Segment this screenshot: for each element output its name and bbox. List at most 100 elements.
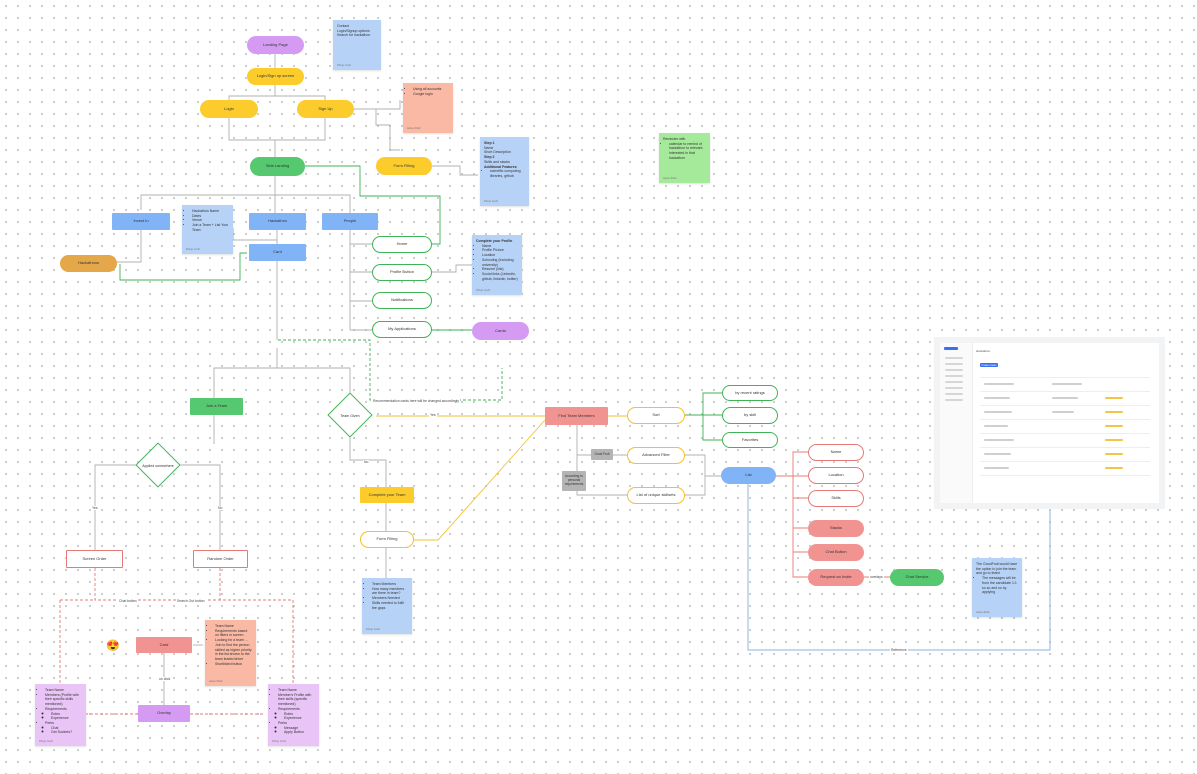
sticky-author: Dhrup Joshi [272,739,286,743]
sticky-bullet: Join a Team + List Your Team [192,223,229,232]
edge-login-split [228,85,326,100]
sticky-profile: Complete your Profile Name Profile Pictu… [472,235,522,295]
sticky-author: Dhrup Joshi [366,627,380,631]
green-connectors [119,165,722,441]
edge-label-no-applied: No [217,506,224,510]
edge-people-children [349,222,372,331]
invest-in-node: Invest In [112,213,170,230]
sticky-line: Complete your Profile [476,239,513,243]
sticky-contact: Contact Login/Signup options Search for … [333,20,381,70]
landing-page-node: Landing Page [247,36,304,54]
red-connectors [59,451,890,715]
edge-profile-sticky [432,264,472,273]
my-applications-node: My Applications [372,321,432,338]
sticky-steps: Step 1 Name Short Description Step 2 Ski… [480,137,529,206]
sticky-line: Skills and stacks [484,159,510,164]
hackathons-node: Hackathons [60,255,117,272]
people-node: People [322,213,378,230]
side-landing-node: Side Landing [250,157,305,176]
according-to-tag: According to personal requirements [562,471,586,491]
sticky-line: Search for hackathon [337,33,371,38]
sticky-bullet: Google login [413,92,449,97]
by-skill-node: by skill [722,407,778,424]
screenshot-table-row [980,475,1150,476]
screenshot-nav-item [945,393,963,395]
skills-node: Skills [808,490,864,507]
edge-card-hack [119,252,247,281]
screenshot-table-row [980,391,1150,392]
name-node: Name [808,444,864,461]
edge-adv-list [685,454,721,496]
sticky-team-members: Team Members How many members are there … [362,578,412,634]
sticky-bullet: scientific computing libraries, github [490,169,525,178]
join-a-team-node: Join a Team [190,398,243,415]
edge-sticky-hack [232,228,277,241]
login-signup-node: Login/Sign up screen [247,68,304,85]
screenshot-cell [984,439,1014,441]
sticky-line: The GoodFruit would have the option to j… [976,562,1019,576]
edge-login-side [228,118,326,157]
screenshot-logo-icon [944,347,958,350]
screenshot-nav-item [945,363,963,365]
card-top-node: Card [249,244,306,261]
edge-form-find [414,419,546,541]
screenshot-rating-stars [1105,425,1123,427]
favorites-node: Favorites [722,432,778,448]
edge-label-search-out: Search Out button [176,599,206,603]
sort-node: Sort [627,407,685,424]
sticky-author: Dhrup Joshi [39,739,53,743]
edge-label-recommendation: Recommendation cards here will be change… [372,399,460,403]
edge-label-yes-applied: Yes [91,506,99,510]
screenshot-cell [984,383,1014,385]
edge-invest-hack [116,230,142,263]
sticky-bullet: Perks Chat Get Sockets? [45,721,82,735]
signup-node: Sign Up [297,100,354,118]
sticky-author: Aarav Shah [209,679,223,683]
sticky-bullet: Members (Profile with their specific ski… [45,693,82,707]
advanced-filter-node: Advanced Filter [627,447,685,464]
location-node: Location [808,467,864,484]
screenshot-nav-item [945,399,963,401]
sticky-author: Dhrup Joshi [186,247,200,251]
edge-label-chat-button: Chat button [118,599,138,603]
sticky-sub-bullet: Get Sockets? [51,730,82,735]
screenshot-table-row [980,461,1150,462]
hackathon-node: Hackathon [249,213,306,230]
sticky-bullet: Venue [192,218,229,223]
stacks-node: Stacks [808,520,864,537]
screenshot-title: Hackathon [976,349,991,353]
form-filling-top-node: Form Filling [376,157,432,175]
sticky-bullet: Dates [192,214,229,219]
sticky-bullet: How many members are there in team? [372,587,408,596]
sticky-bullet: Perks Message Apply Button [278,721,315,735]
sticky-bullet: Team Members [372,582,408,587]
screenshot-rating-stars [1105,467,1123,469]
sticky-bullet: Resume (link) [482,267,518,272]
screenshot-rating-stars [1105,439,1123,441]
edge-list-children [776,451,808,578]
edge-label-on-click: on click [158,677,172,681]
edge-split-join [213,348,351,398]
reference-screenshot: Hackathon Create a team [934,337,1165,509]
request-invite-node: Request an Invite [808,569,864,586]
sticky-sub-bullet: Apply Button [284,730,315,735]
sticky-line: Step 2 [484,155,495,160]
sticky-sub-bullet: Roles [51,712,82,717]
edge-label-yes-team: Yes [429,413,437,417]
sticky-bullet: Team Name [278,688,315,693]
sticky-bullet: The messages will be from the candidate … [982,576,1018,595]
sticky-author: Dhrup Joshi [476,288,490,292]
form-filling-mid-node: Form Filling [360,531,414,548]
sticky-bullet: Member's Profile with their skills (spec… [278,693,315,707]
sticky-line: Additional Features [484,164,517,169]
sticky-line: Name [484,145,494,150]
screenshot-sidebar [940,343,973,503]
screenshot-cell [984,411,1012,413]
sticky-sub-bullet: Chat [51,726,82,731]
unique-skillsets-node: List of unique skillsets [627,487,685,504]
sticky-bullet: Location [482,253,518,258]
list-node: List [721,467,776,484]
sticky-line: Contact [337,24,350,28]
login-node: Login [200,100,258,118]
sticky-reminder: Reminder with calendar to remind of hack… [659,133,710,183]
